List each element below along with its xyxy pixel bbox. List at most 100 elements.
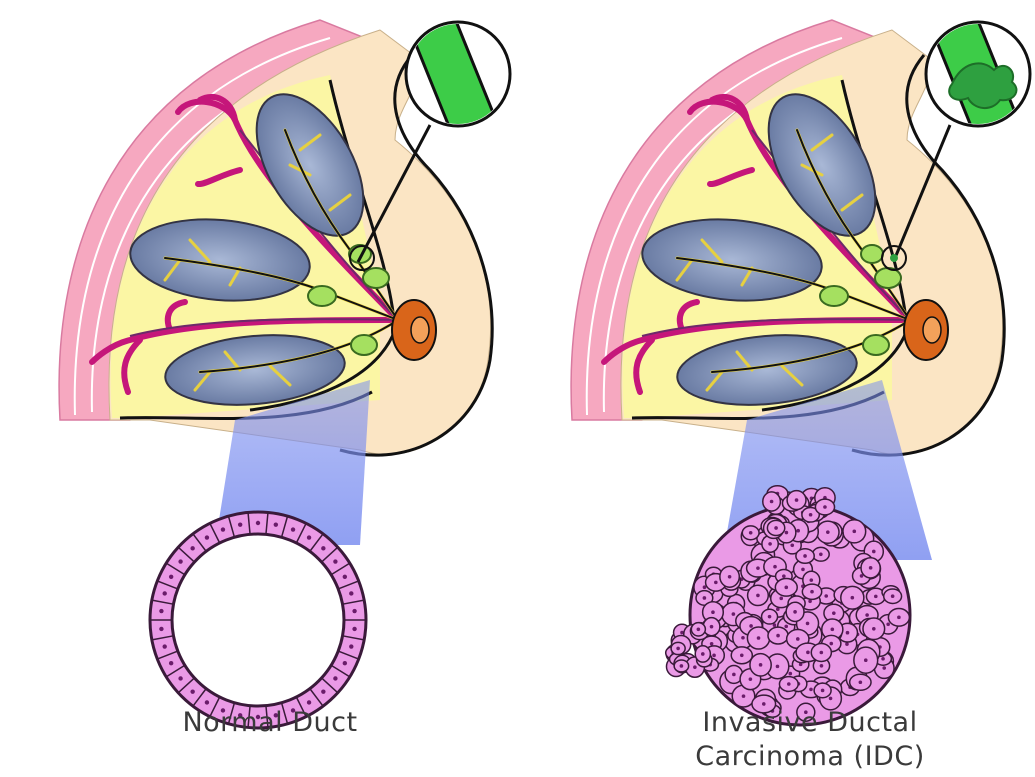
cell-nucleus: [321, 546, 325, 550]
cell-nucleus: [810, 590, 814, 594]
cell-nucleus: [190, 546, 194, 550]
cell-nucleus: [785, 531, 789, 535]
cell-nucleus: [190, 689, 194, 693]
cell-nucleus: [882, 666, 886, 670]
cell-nucleus: [256, 521, 260, 525]
cell-nucleus: [768, 615, 772, 619]
normal-duct-caption: Normal Duct: [100, 706, 440, 740]
cell-nucleus: [845, 642, 849, 646]
cell-nucleus: [163, 591, 167, 595]
cell-nucleus: [851, 596, 855, 600]
cell-nucleus: [205, 535, 209, 539]
cell-nucleus: [869, 566, 873, 570]
cell-nucleus: [829, 642, 833, 646]
cell-nucleus: [712, 654, 716, 658]
cell-nucleus: [321, 689, 325, 693]
cell-nucleus: [759, 663, 763, 667]
cell-nucleus: [178, 559, 182, 563]
idc-caption: Invasive Ductal Carcinoma (IDC): [610, 706, 1010, 774]
cell-nucleus: [823, 505, 827, 509]
cell-nucleus: [714, 581, 718, 585]
cell-nucleus: [333, 676, 337, 680]
cell-nucleus: [349, 644, 353, 648]
cell-nucleus: [806, 651, 810, 655]
cell-nucleus: [809, 578, 813, 582]
cell-nucleus: [710, 625, 714, 629]
cell-nucleus: [820, 651, 824, 655]
cell-nucleus: [676, 647, 680, 651]
cell-nucleus: [352, 627, 356, 631]
cell-nucleus: [796, 529, 800, 533]
cell-nucleus: [865, 613, 869, 617]
cell-nucleus: [163, 644, 167, 648]
cell-nucleus: [159, 609, 163, 613]
cell-nucleus: [741, 636, 745, 640]
cell-nucleus: [728, 575, 732, 579]
cell-nucleus: [821, 689, 825, 693]
cell-nucleus: [881, 657, 885, 661]
cell-nucleus: [349, 591, 353, 595]
cell-nucleus: [793, 610, 797, 614]
cell-nucleus: [872, 627, 876, 631]
cell-nucleus: [749, 677, 753, 681]
cell-nucleus: [784, 625, 788, 629]
cell-nucleus: [756, 594, 760, 598]
cell-nucleus: [819, 552, 823, 556]
cell-nucleus: [710, 642, 714, 646]
cell-nucleus: [788, 672, 792, 676]
cell-nucleus: [740, 653, 744, 657]
cell-nucleus: [352, 609, 356, 613]
cell-nucleus: [846, 631, 850, 635]
cell-nucleus: [787, 682, 791, 686]
cell-nucleus: [779, 597, 783, 601]
cell-nucleus: [333, 559, 337, 563]
cell-nucleus: [776, 634, 780, 638]
cell-nucleus: [831, 628, 835, 632]
cell-nucleus: [795, 498, 799, 502]
cell-nucleus: [774, 526, 778, 530]
cell-nucleus: [796, 637, 800, 641]
cell-nucleus: [221, 527, 225, 531]
cell-nucleus: [803, 554, 807, 558]
cell-nucleus: [756, 566, 760, 570]
cell-nucleus: [852, 530, 856, 534]
cell-nucleus: [809, 513, 813, 517]
cell-nucleus: [897, 616, 901, 620]
cell-nucleus: [274, 522, 278, 526]
cell-nucleus: [757, 636, 761, 640]
cell-nucleus: [732, 612, 736, 616]
cell-nucleus: [680, 664, 684, 668]
cell-nucleus: [790, 543, 794, 547]
cell-nucleus: [238, 522, 242, 526]
cell-nucleus: [864, 658, 868, 662]
cell-nucleus: [711, 610, 715, 614]
cell-nucleus: [826, 530, 830, 534]
cell-nucleus: [169, 575, 173, 579]
cell-nucleus: [886, 623, 890, 627]
cell-nucleus: [776, 665, 780, 669]
cell-nucleus: [169, 661, 173, 665]
cell-nucleus: [159, 627, 163, 631]
cell-nucleus: [782, 574, 786, 578]
cell-nucleus: [693, 665, 697, 669]
cell-nucleus: [773, 565, 777, 569]
cell-nucleus: [824, 594, 828, 598]
cell-nucleus: [697, 627, 701, 631]
cell-nucleus: [701, 652, 705, 656]
normal-breast-illustration: [59, 13, 510, 545]
cell-nucleus: [891, 594, 895, 598]
idc-breast-illustration: [571, 12, 1030, 560]
cell-nucleus: [874, 595, 878, 599]
normal-duct-cross-section: [150, 512, 366, 728]
cell-nucleus: [205, 700, 209, 704]
cell-nucleus: [343, 661, 347, 665]
cell-nucleus: [768, 542, 772, 546]
cell-nucleus: [749, 531, 753, 535]
cell-nucleus: [703, 596, 707, 600]
cell-nucleus: [742, 694, 746, 698]
cell-nucleus: [806, 622, 810, 626]
cell-nucleus: [732, 673, 736, 677]
cell-nucleus: [820, 664, 824, 668]
cell-nucleus: [829, 697, 833, 701]
